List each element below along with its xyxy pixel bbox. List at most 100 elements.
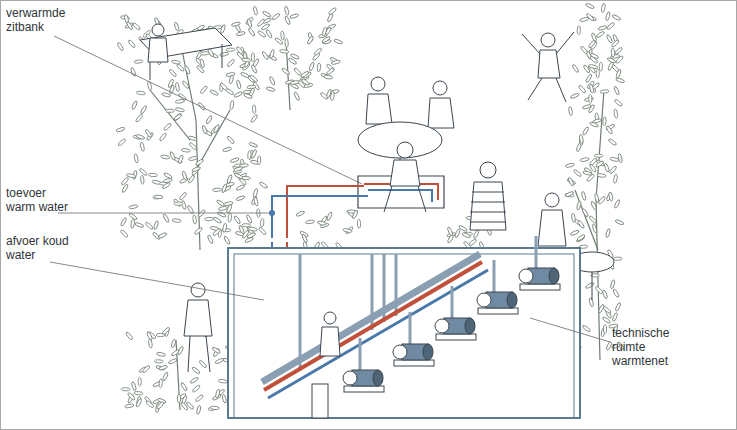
leaf: [605, 228, 611, 238]
leaf: [148, 173, 157, 177]
leaf: [168, 69, 177, 78]
leaf: [215, 358, 224, 365]
leaf: [589, 164, 597, 173]
leaf: [230, 100, 234, 109]
pumps: [343, 236, 560, 392]
leaf: [135, 114, 143, 123]
leaf: [191, 166, 201, 172]
leaf: [156, 352, 165, 357]
leaf: [618, 153, 623, 162]
leaf: [599, 62, 602, 71]
leaf: [159, 379, 163, 388]
leaf: [131, 100, 138, 110]
leaf: [163, 123, 172, 131]
leaf: [253, 188, 259, 198]
leaf: [136, 91, 145, 95]
leaf: [242, 58, 251, 62]
leaf: [280, 49, 289, 53]
leaf: [205, 115, 212, 124]
leaf: [613, 257, 622, 261]
pump-base: [394, 360, 434, 366]
leader-line: [54, 36, 362, 184]
leaf: [221, 184, 227, 194]
leaf: [610, 157, 619, 162]
leaf: [219, 52, 229, 57]
pump-motor-end: [423, 344, 433, 360]
leaf: [163, 172, 172, 179]
leaf: [596, 31, 605, 39]
leaf: [223, 236, 230, 245]
leaf: [603, 306, 612, 314]
leaf: [317, 221, 326, 226]
pillar: [312, 384, 328, 418]
pump-pipe: [493, 260, 496, 292]
leaf: [585, 3, 594, 10]
leaf: [195, 394, 204, 402]
pump-base: [436, 334, 476, 340]
leaf: [125, 331, 133, 340]
leaf: [300, 71, 309, 79]
leaf: [180, 402, 188, 411]
leaf: [271, 13, 280, 21]
leaf: [180, 382, 187, 391]
leaf: [249, 74, 258, 82]
leaf: [582, 325, 591, 333]
leaf: [213, 124, 220, 133]
leaf: [307, 36, 314, 45]
leaf: [216, 199, 225, 207]
leaf: [608, 138, 617, 146]
pump: [435, 286, 476, 340]
person-head: [433, 81, 447, 95]
leaf: [192, 384, 201, 392]
pump-pipe: [359, 338, 362, 370]
leaf: [233, 166, 243, 172]
leaf: [227, 59, 235, 68]
leaf: [247, 150, 251, 159]
leaf: [579, 17, 589, 22]
leaf: [120, 217, 127, 226]
leaf: [589, 94, 592, 103]
leaf: [193, 215, 197, 224]
leaf: [580, 157, 589, 162]
person-body: [148, 38, 168, 62]
leaf: [182, 171, 188, 181]
leaf: [234, 173, 244, 180]
leaf: [181, 148, 190, 152]
leaf: [121, 177, 129, 186]
leaf: [258, 227, 267, 236]
leaf: [226, 174, 232, 184]
leaf: [134, 154, 139, 163]
leaf: [231, 21, 241, 26]
leaf: [611, 48, 615, 57]
leaf: [163, 213, 170, 222]
pump: [343, 338, 384, 392]
leaf: [588, 40, 596, 49]
leaf: [248, 28, 256, 37]
leaf: [236, 31, 246, 36]
leaf: [586, 174, 595, 182]
leaf: [613, 86, 620, 96]
leaf: [582, 126, 589, 135]
leaf: [174, 202, 183, 205]
leaf: [357, 219, 361, 228]
leaf: [174, 22, 180, 32]
leaf: [262, 11, 271, 18]
main-cold-pipe: [268, 270, 488, 398]
leaf: [222, 394, 227, 404]
leaf: [598, 196, 606, 205]
leaf: [135, 398, 142, 407]
leaf: [153, 220, 159, 230]
leaf: [301, 78, 310, 86]
leaf: [158, 232, 167, 239]
pump-base: [344, 386, 384, 392]
leaf: [130, 219, 134, 228]
leaf: [145, 400, 154, 408]
leaf: [570, 93, 580, 99]
leaf: [171, 60, 180, 65]
pump-motor-end: [507, 292, 517, 308]
leaf: [582, 208, 589, 217]
leaf: [171, 349, 180, 357]
leaf: [594, 193, 599, 203]
leaf: [252, 105, 256, 114]
